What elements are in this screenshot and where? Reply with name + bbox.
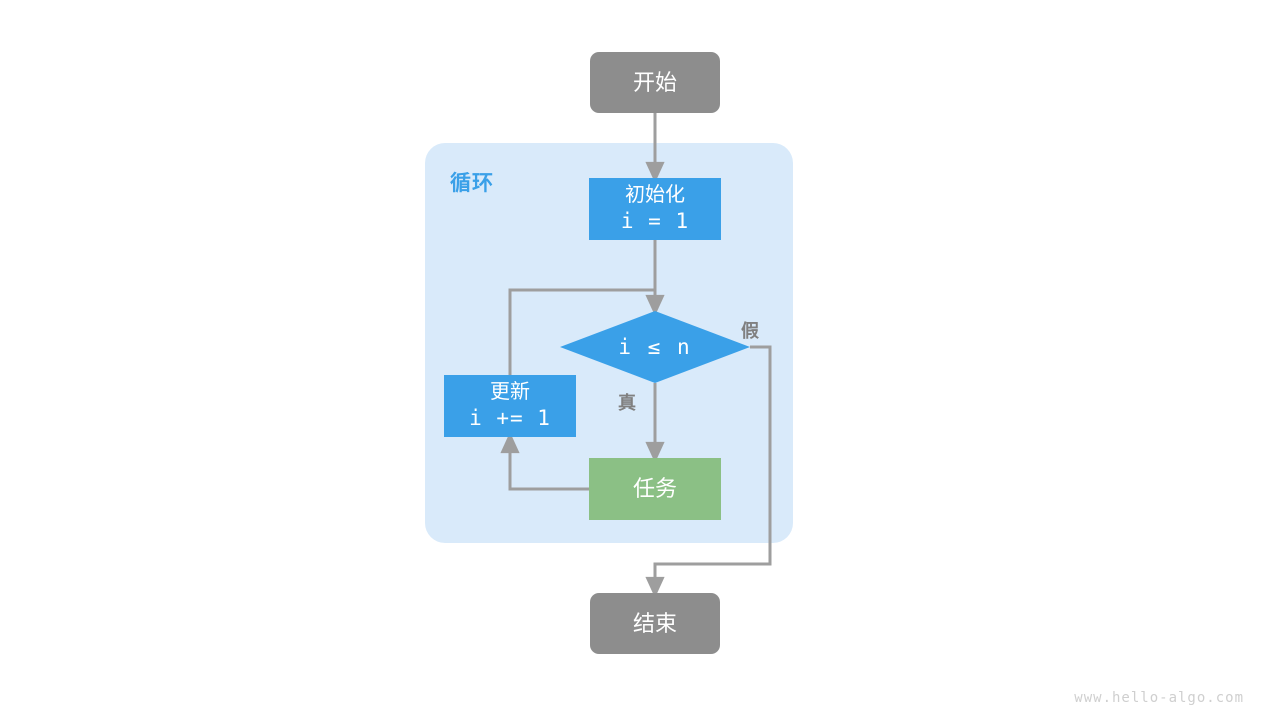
condition-diamond-shape [560,311,750,383]
node-initialization[interactable]: 初始化 i = 1 [589,178,721,240]
node-condition[interactable]: i ≤ n [560,311,750,383]
edge-update-to-condition [508,288,655,375]
branch-label-true: 真 [618,393,636,413]
edge-task-to-update [500,432,589,491]
node-initialization-code: i = 1 [620,209,690,234]
node-start-label: 开始 [632,69,677,95]
node-condition-expression: i ≤ n [618,335,692,359]
node-end[interactable]: 结束 [590,593,720,654]
branch-label-false: 假 [741,321,759,341]
node-initialization-title: 初始化 [625,184,685,207]
node-start[interactable]: 开始 [590,52,720,113]
node-update-title: 更新 [490,381,530,404]
node-end-label: 结束 [632,610,677,636]
node-update-code: i += 1 [469,406,551,431]
node-task-label: 任务 [632,476,677,502]
node-task[interactable]: 任务 [589,458,721,520]
node-update[interactable]: 更新 i += 1 [444,375,576,437]
watermark: www.hello-algo.com [1074,690,1244,706]
loop-container-label: 循环 [450,172,494,195]
edge-condition-false-to-end [645,345,772,598]
